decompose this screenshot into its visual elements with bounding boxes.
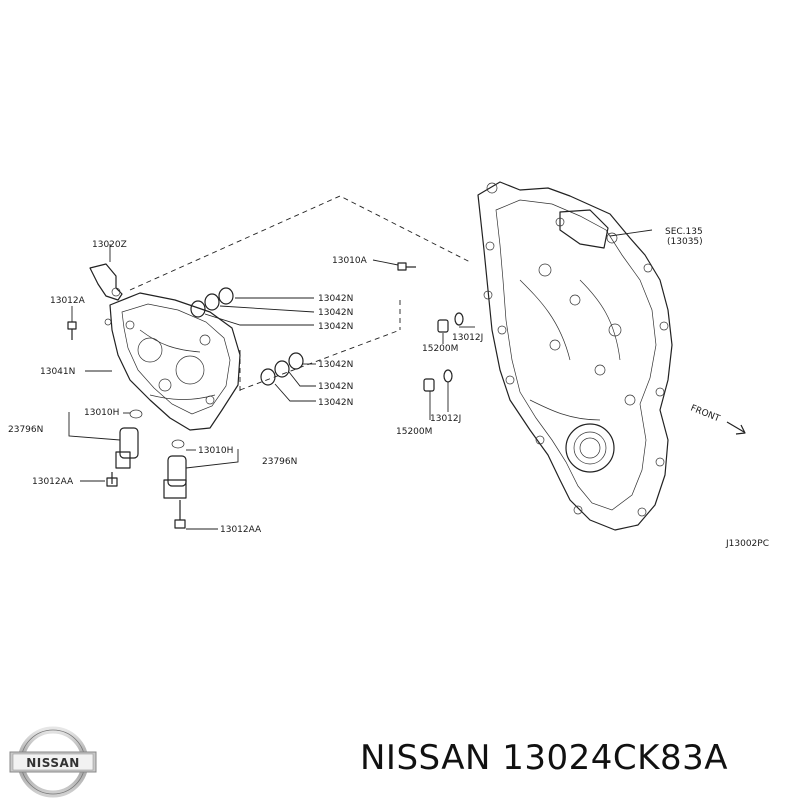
solenoid-valve-1-part xyxy=(106,409,143,487)
label-front: FRONT xyxy=(689,404,722,425)
page-title: NISSAN 13024CK83A xyxy=(360,738,728,778)
plug-seal-upper-part xyxy=(437,312,464,333)
assembly-dashed-outline xyxy=(129,195,471,395)
bolt-13010A-part xyxy=(397,262,416,271)
front-cover-part xyxy=(477,181,673,531)
label-13012A: 13012A xyxy=(50,296,86,306)
label-13020Z: 13020Z xyxy=(92,240,127,250)
label-sec-135: SEC.135 xyxy=(665,227,703,237)
label-13041N: 13041N xyxy=(40,367,75,377)
leader-lines xyxy=(68,229,653,530)
solenoid-valve-2-part xyxy=(163,439,187,529)
label-13042N-3: 13042N xyxy=(318,322,353,332)
seal-rings-upper xyxy=(190,287,234,318)
timing-case-part xyxy=(104,292,241,431)
label-13010H-1: 13010H xyxy=(84,408,119,418)
label-13012J-1: 13012J xyxy=(452,333,483,343)
bracket-13020Z-part xyxy=(89,263,123,301)
label-sec-ref: (13035) xyxy=(667,237,703,247)
label-13042N-6: 13042N xyxy=(318,398,353,408)
seal-rings-lower xyxy=(260,352,304,386)
label-13010H-2: 13010H xyxy=(198,446,233,456)
label-15200M-2: 15200M xyxy=(396,427,432,437)
label-13012AA-2: 13012AA xyxy=(220,525,262,535)
diagram-code: J13002PC xyxy=(725,539,769,549)
label-23796N-2: 23796N xyxy=(262,457,297,467)
label-13042N-1: 13042N xyxy=(318,294,353,304)
front-arrow xyxy=(726,421,746,435)
nissan-logo: NISSAN xyxy=(9,726,97,798)
bolt-13012A-part xyxy=(67,321,77,340)
label-13012AA-1: 13012AA xyxy=(32,477,74,487)
logo-text: NISSAN xyxy=(26,756,80,770)
label-13042N-2: 13042N xyxy=(318,308,353,318)
label-13012J-2: 13012J xyxy=(430,414,461,424)
label-13042N-5: 13042N xyxy=(318,382,353,392)
label-15200M-1: 15200M xyxy=(422,344,458,354)
label-13042N-4: 13042N xyxy=(318,360,353,370)
part-labels: 13020Z 13012A 13041N 13010H 23796N 13012… xyxy=(8,227,769,549)
label-13010A: 13010A xyxy=(332,256,368,266)
label-23796N-1: 23796N xyxy=(8,425,43,435)
